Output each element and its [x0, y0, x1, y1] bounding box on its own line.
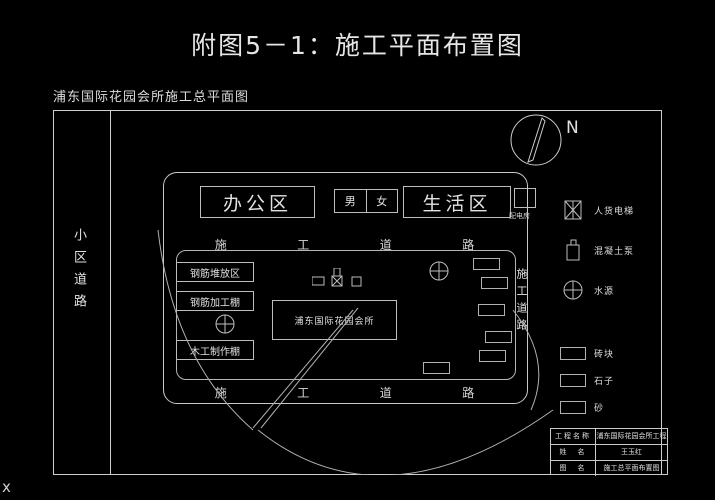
road-char: 工 — [297, 386, 311, 400]
brick-stack-icon — [560, 347, 586, 360]
zone-toilets: 男 女 — [334, 189, 398, 213]
title-block-key: 图 名 — [551, 460, 597, 476]
legend-row: 砂 — [560, 394, 660, 421]
legend-label: 人货电梯 — [594, 206, 635, 217]
label-construction-road-right: 施工道路 — [515, 268, 528, 336]
label-construction-road-bottom: 施 工 道 路 — [180, 384, 510, 401]
zone-power-room — [514, 188, 536, 208]
frame-left-divider — [110, 110, 111, 475]
legend-label: 砖块 — [594, 350, 615, 360]
concrete-pump-icon — [560, 239, 586, 261]
legend-label: 石子 — [594, 377, 615, 387]
toilet-male-label: 男 — [344, 195, 356, 208]
power-room-label: 配电房 — [509, 212, 530, 220]
hoist-icon — [560, 199, 586, 221]
zone-rebar-workshop: 钢筋加工棚 — [176, 291, 254, 311]
gravel-stack-icon — [560, 374, 586, 387]
legend-row: 混凝土泵 — [560, 230, 660, 270]
road-char: 施 — [214, 238, 228, 252]
label-construction-road-top: 施 工 道 路 — [180, 236, 510, 253]
title-block-row: 工程名称 浦东国际花园会所工程 — [551, 429, 667, 445]
site-access-curves — [157, 229, 554, 475]
toilet-divider — [365, 190, 367, 212]
corner-mark: x — [2, 478, 11, 496]
site-boundary — [163, 172, 528, 404]
water-source-icon — [428, 260, 450, 282]
material-stack — [423, 362, 450, 374]
zone-rebar-storage: 钢筋堆放区 — [176, 262, 254, 282]
road-char: 路 — [462, 238, 476, 252]
title-block-value: 王玉红 — [621, 448, 643, 457]
legend-materials: 砖块 石子 砂 — [560, 340, 660, 421]
legend-row: 人货电梯 — [560, 190, 660, 230]
road-char: 施 — [214, 386, 228, 400]
legend-label: 水源 — [594, 286, 615, 297]
material-stack — [478, 304, 505, 316]
legend-label: 砂 — [594, 404, 605, 414]
sand-stack-icon — [560, 401, 586, 414]
legend-row: 砖块 — [560, 340, 660, 367]
north-label: N — [566, 118, 579, 138]
road-char: 道 — [379, 386, 393, 400]
page-title: 附图5－1：施工平面布置图 — [191, 31, 524, 60]
title-block-row: 图 名 施工总平面布置图 — [551, 460, 667, 476]
label-residential-road: 小区道路 — [71, 228, 86, 316]
water-source-icon — [214, 313, 236, 335]
title-block-row: 姓 名 王玉红 — [551, 444, 667, 461]
zone-carpentry-workshop: 木工制作棚 — [176, 340, 254, 360]
legend-symbols: 人货电梯 混凝土泵 水源 — [560, 190, 660, 310]
material-stack — [479, 350, 506, 362]
main-building: 浦东国际花园会所 — [272, 300, 397, 340]
zone-living: 生活区 — [403, 186, 511, 218]
material-stack — [473, 258, 500, 270]
drawing-subtitle: 浦东国际花园会所施工总平面图 — [53, 90, 250, 105]
material-stack — [485, 331, 512, 343]
title-block-value: 浦东国际花园会所工程 — [596, 432, 667, 441]
material-stack — [481, 277, 508, 289]
road-char: 道 — [379, 238, 393, 252]
north-arrow-icon — [508, 112, 568, 172]
hoist-icon — [312, 268, 372, 292]
title-block-key: 姓 名 — [551, 444, 597, 460]
water-source-icon — [560, 279, 586, 301]
title-block: 工程名称 浦东国际花园会所工程 姓 名 王玉红 图 名 施工总平面布置图 — [550, 428, 668, 476]
road-char: 路 — [462, 386, 476, 400]
road-char: 工 — [297, 238, 311, 252]
toilet-female-label: 女 — [376, 195, 388, 208]
zone-office: 办公区 — [200, 186, 315, 218]
title-block-value: 施工总平面布置图 — [603, 464, 660, 473]
legend-row: 水源 — [560, 270, 660, 310]
title-block-key: 工程名称 — [551, 429, 597, 444]
legend-row: 石子 — [560, 367, 660, 394]
legend-label: 混凝土泵 — [594, 246, 635, 257]
